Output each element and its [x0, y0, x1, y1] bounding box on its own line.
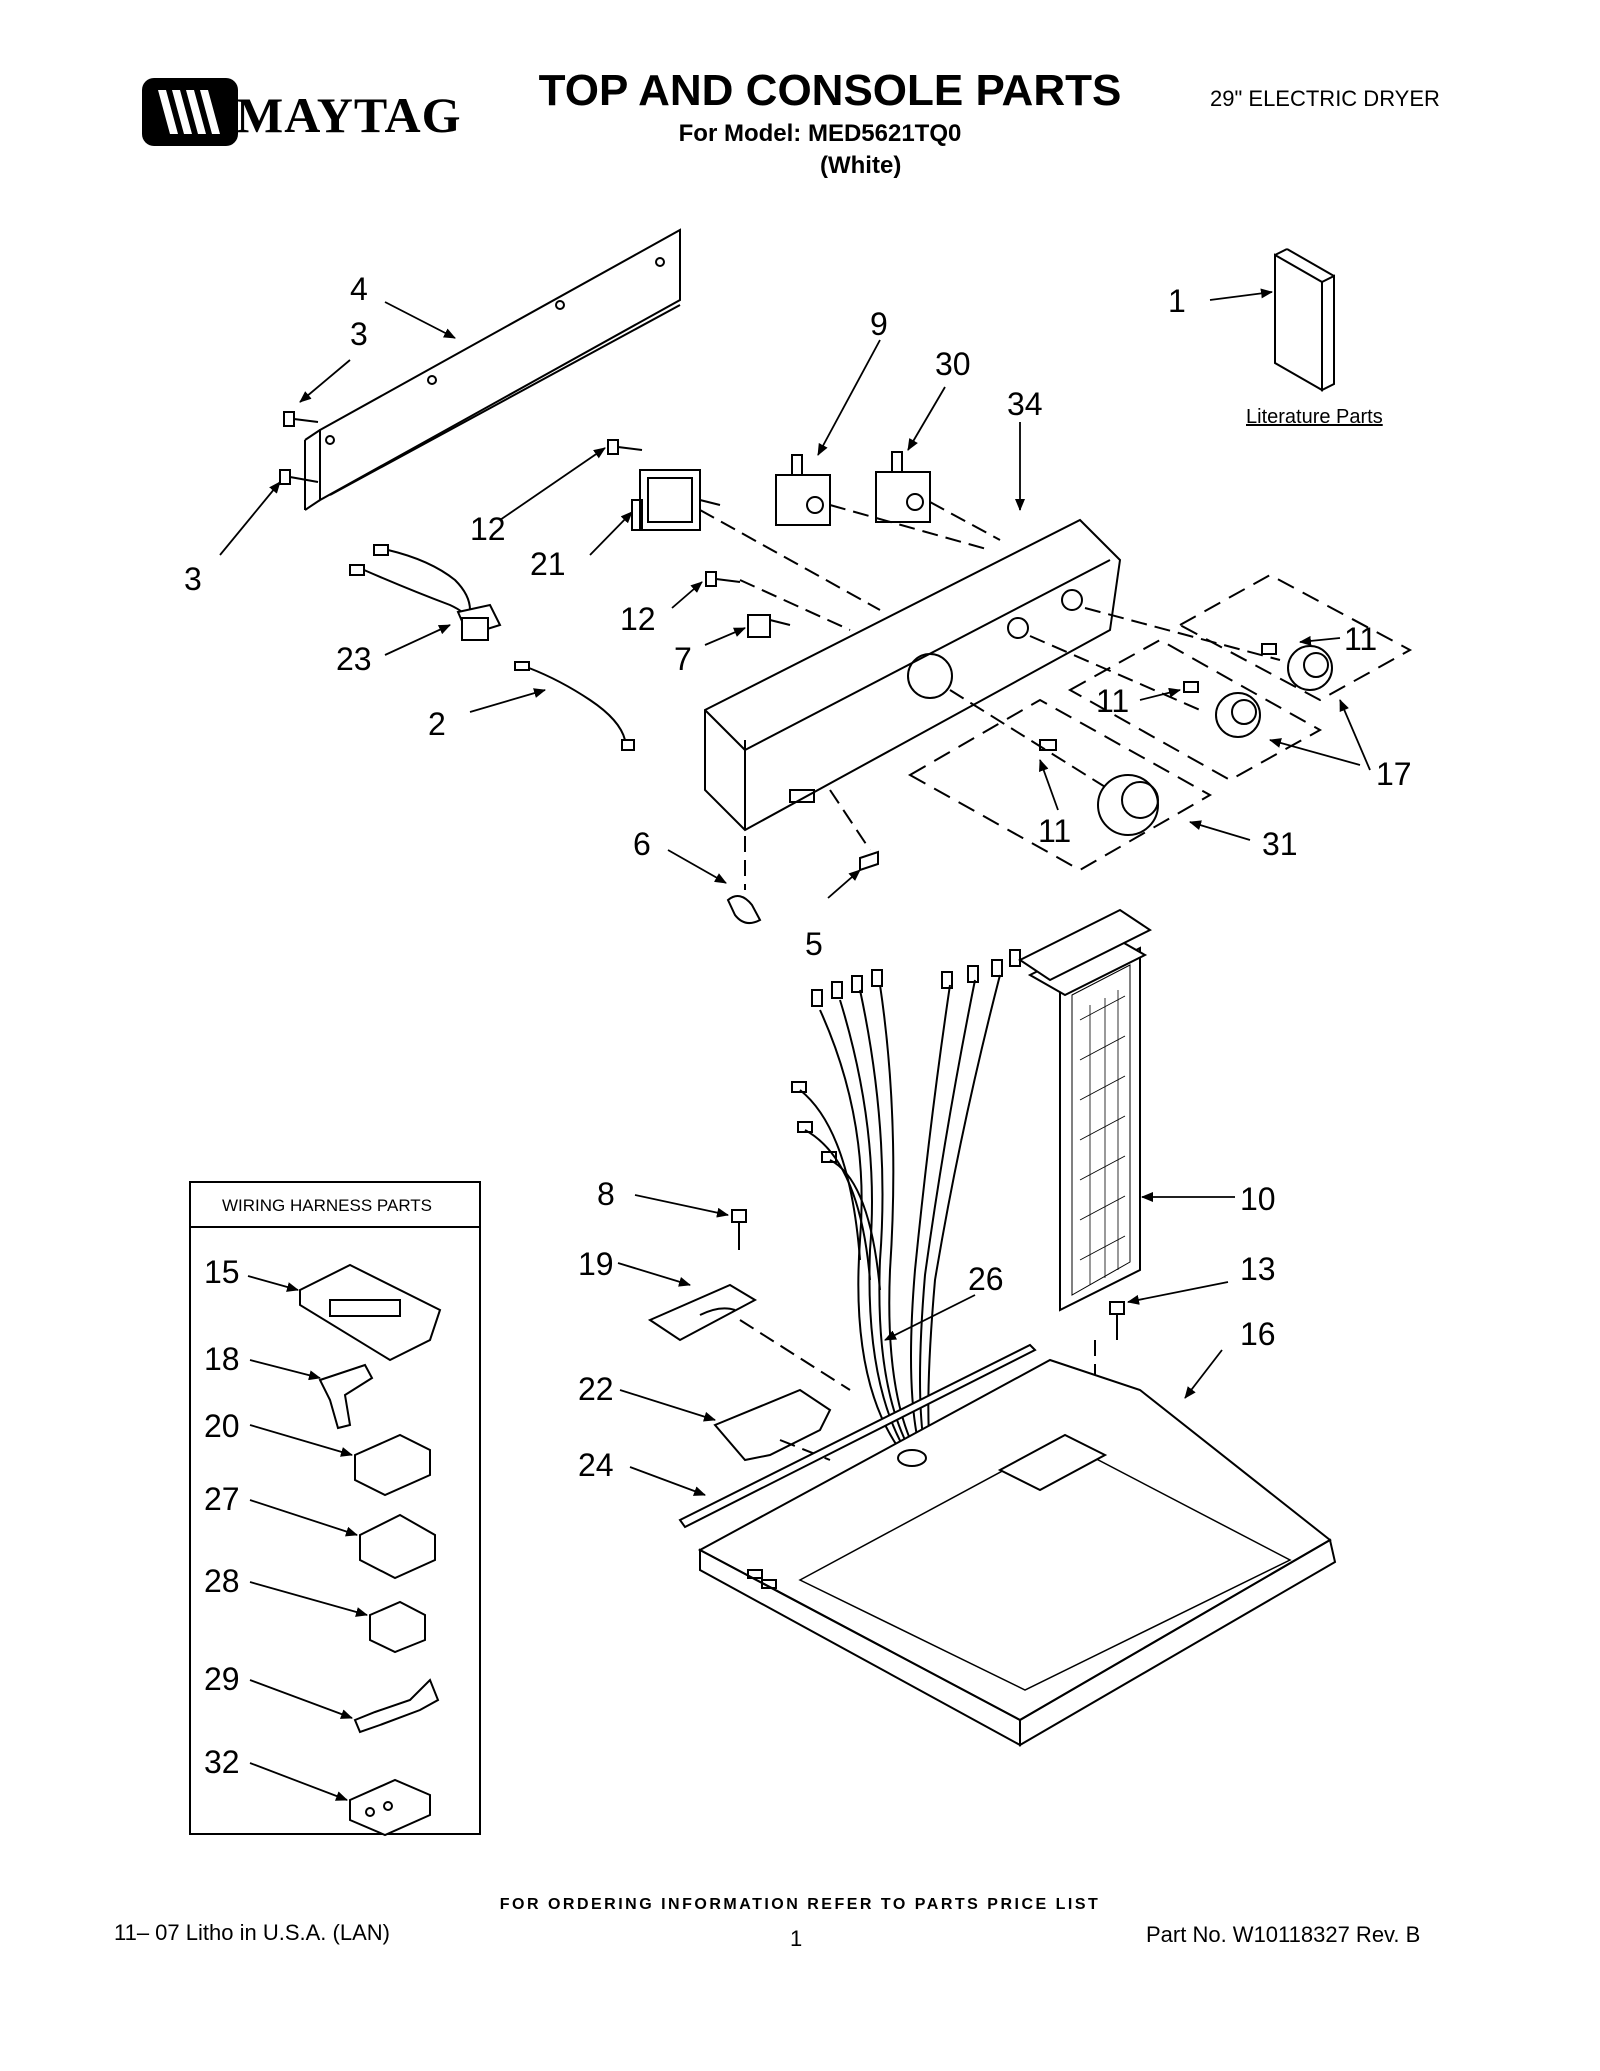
lint-filter-mesh	[1079, 990, 1126, 1285]
page-number: 1	[790, 1926, 803, 1951]
callout-18: 18	[204, 1341, 240, 1377]
callout-29: 29	[204, 1661, 240, 1697]
callout-4: 4	[350, 271, 368, 307]
callout-1: 1	[1168, 283, 1186, 319]
connector-28	[369, 1600, 426, 1654]
clip-6	[726, 895, 762, 925]
callout-6: 6	[633, 826, 651, 862]
callout-7: 7	[674, 641, 692, 677]
switch-9	[775, 454, 831, 526]
callout-26: 26	[968, 1261, 1004, 1297]
literature-parts-label: Literature Parts	[1246, 406, 1383, 428]
callout-12-lower: 12	[620, 601, 656, 637]
callout-9: 9	[870, 306, 888, 342]
color-variant: (White)	[820, 152, 902, 179]
callout-3-lower: 3	[184, 561, 202, 597]
callout-10: 10	[1240, 1181, 1276, 1217]
lint-filter-10	[1018, 908, 1152, 1312]
screw-8	[731, 1209, 747, 1250]
callout-2: 2	[428, 706, 446, 742]
callout-11-lower: 11	[1038, 813, 1071, 849]
connector-15	[299, 1263, 442, 1362]
knob-31	[1039, 739, 1159, 836]
maytag-logo-icon	[142, 78, 238, 146]
callout-leaders	[219, 288, 1371, 1801]
wire-harness-23	[349, 544, 502, 641]
connector-32	[349, 1778, 431, 1837]
brand-name: MAYTAG	[236, 87, 462, 143]
callout-12-upper: 12	[470, 511, 506, 547]
timer-switch-21	[631, 469, 721, 531]
wiring-harness-box-title: WIRING HARNESS PARTS	[222, 1196, 432, 1215]
callout-20: 20	[204, 1408, 240, 1444]
console-panel-34	[704, 518, 1122, 832]
literature-booklet	[1274, 248, 1335, 392]
switch-30	[875, 451, 931, 523]
connector-27	[359, 1513, 436, 1580]
bracket-19	[647, 1283, 758, 1342]
label-5	[859, 850, 879, 872]
terminal-29	[353, 1678, 440, 1734]
callout-28: 28	[204, 1563, 240, 1599]
callout-8: 8	[597, 1176, 615, 1212]
screw-left-upper	[283, 411, 319, 427]
callout-3-upper: 3	[350, 316, 368, 352]
knob-17-lower	[1183, 681, 1261, 738]
callout-22: 22	[578, 1371, 614, 1407]
registered-mark: ®	[224, 132, 235, 148]
main-wiring-harness-26	[791, 949, 1021, 1451]
knob-17-upper	[1261, 643, 1333, 691]
dryer-top-panel-16	[697, 1358, 1337, 1747]
callout-23: 23	[336, 641, 372, 677]
callout-5: 5	[805, 926, 823, 962]
ordering-note: FOR ORDERING INFORMATION REFER TO PARTS …	[499, 1896, 1101, 1913]
assembly-guides	[699, 501, 1281, 890]
terminal-18	[318, 1363, 374, 1430]
screw-12-lower	[705, 571, 741, 587]
callout-34: 34	[1007, 386, 1043, 422]
screw-left-lower	[279, 469, 319, 485]
callout-16: 16	[1240, 1316, 1276, 1352]
callout-13: 13	[1240, 1251, 1276, 1287]
callout-15: 15	[204, 1254, 240, 1290]
litho-note: 11– 07 Litho in U.S.A. (LAN)	[114, 1920, 390, 1945]
part-number: Part No. W10118327 Rev. B	[1146, 1922, 1421, 1947]
knob-assembly-boxes	[907, 573, 1413, 872]
callout-31: 31	[1262, 826, 1298, 862]
callout-32: 32	[204, 1744, 240, 1780]
callout-21: 21	[530, 546, 566, 582]
screw-12-upper	[607, 439, 643, 455]
seal-strip-24	[678, 1343, 1037, 1529]
connector-20	[354, 1433, 431, 1497]
callout-17: 17	[1376, 756, 1412, 792]
wire-2	[514, 661, 635, 751]
callout-11-upper: 11	[1344, 621, 1377, 657]
console-back-panel	[304, 228, 681, 511]
callout-30: 30	[935, 346, 971, 382]
bracket-22	[713, 1388, 832, 1462]
callout-27: 27	[204, 1481, 240, 1517]
model-number: For Model: MED5621TQ0	[678, 120, 962, 147]
callout-19: 19	[578, 1246, 614, 1282]
callout-11-middle: 11	[1096, 683, 1129, 719]
product-type: 29" ELECTRIC DRYER	[1210, 86, 1440, 111]
page-title: TOP AND CONSOLE PARTS	[538, 66, 1122, 115]
switch-7	[747, 614, 791, 638]
screw-13	[1109, 1301, 1125, 1340]
callout-24: 24	[578, 1447, 614, 1483]
